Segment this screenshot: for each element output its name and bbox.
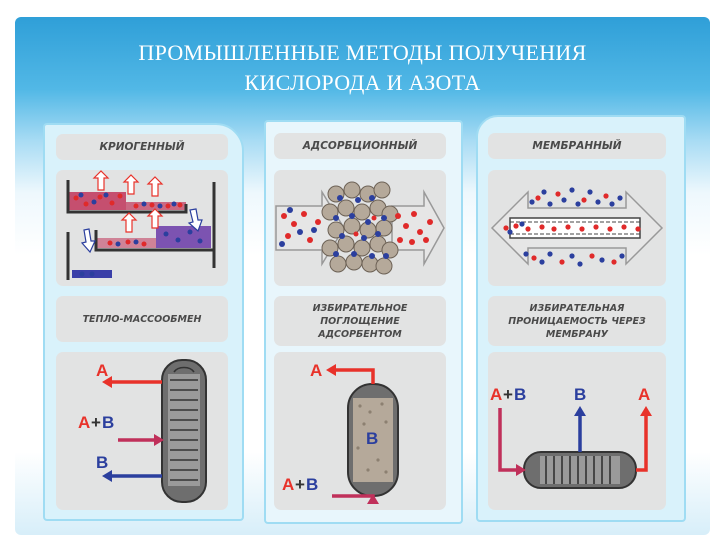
cryogenic-feed-plus-label: + [91, 413, 101, 432]
cryogenic-method-name: КРИОГЕННЫЙ [56, 134, 228, 160]
cryogenic-output-b-label: B [96, 453, 108, 472]
adsorption-principle-line-1: ИЗБИРАТЕЛЬНОЕ [312, 302, 408, 314]
membrane-principle: ИЗБИРАТЕЛЬНАЯ ПРОНИЦАЕМОСТЬ ЧЕРЕЗ МЕМБРА… [488, 296, 666, 346]
adsorption-method-name: АДСОРБЦИОННЫЙ [274, 133, 446, 159]
membrane-feed-a-label: A [490, 385, 502, 404]
slide-title: ПРОМЫШЛЕННЫЕ МЕТОДЫ ПОЛУЧЕНИЯ КИСЛОРОДА … [20, 38, 705, 98]
cryogenic-feed-b-label: B [102, 413, 114, 432]
membrane-principle-line-3: МЕМБРАНУ [545, 328, 609, 340]
membrane-principle-line-1: ИЗБИРАТЕЛЬНАЯ [529, 302, 625, 314]
adsorption-process-diagram: A B A + B [274, 352, 446, 510]
membrane-feed-plus-label: + [503, 385, 513, 404]
cryogenic-output-a-label: A [96, 361, 108, 380]
title-line-2: КИСЛОРОДА И АЗОТА [244, 70, 481, 95]
adsorption-illustration [274, 170, 446, 286]
adsorption-vessel-b-label: B [366, 429, 378, 448]
cryogenic-illustration [56, 170, 228, 286]
membrane-illustration [488, 170, 666, 286]
cryogenic-feed-a-label: A [78, 413, 90, 432]
adsorption-principle-line-2: ПОГЛОЩЕНИЕ [320, 315, 400, 327]
adsorption-feed-plus-label: + [295, 475, 305, 494]
membrane-method-name: МЕМБРАННЫЙ [488, 133, 666, 159]
cryogenic-principle: ТЕПЛО-МАССООБМЕН [56, 296, 228, 342]
cryogenic-process-diagram: A A + B B [56, 352, 228, 510]
membrane-principle-line-2: ПРОНИЦАЕМОСТЬ ЧЕРЕЗ [508, 315, 646, 327]
adsorption-feed-a-label: A [282, 475, 294, 494]
membrane-feed-b-label: B [514, 385, 526, 404]
membrane-output-b-label: B [574, 385, 586, 404]
adsorption-feed-b-label: B [306, 475, 318, 494]
membrane-output-a-label: A [638, 385, 650, 404]
adsorption-output-a-label: A [310, 361, 322, 380]
title-line-1: ПРОМЫШЛЕННЫЕ МЕТОДЫ ПОЛУЧЕНИЯ [138, 40, 587, 65]
adsorption-principle: ИЗБИРАТЕЛЬНОЕ ПОГЛОЩЕНИЕ АДСОРБЕНТОМ [274, 296, 446, 346]
membrane-process-diagram: A + B B A [488, 352, 666, 510]
adsorption-principle-line-3: АДСОРБЕНТОМ [318, 328, 402, 340]
